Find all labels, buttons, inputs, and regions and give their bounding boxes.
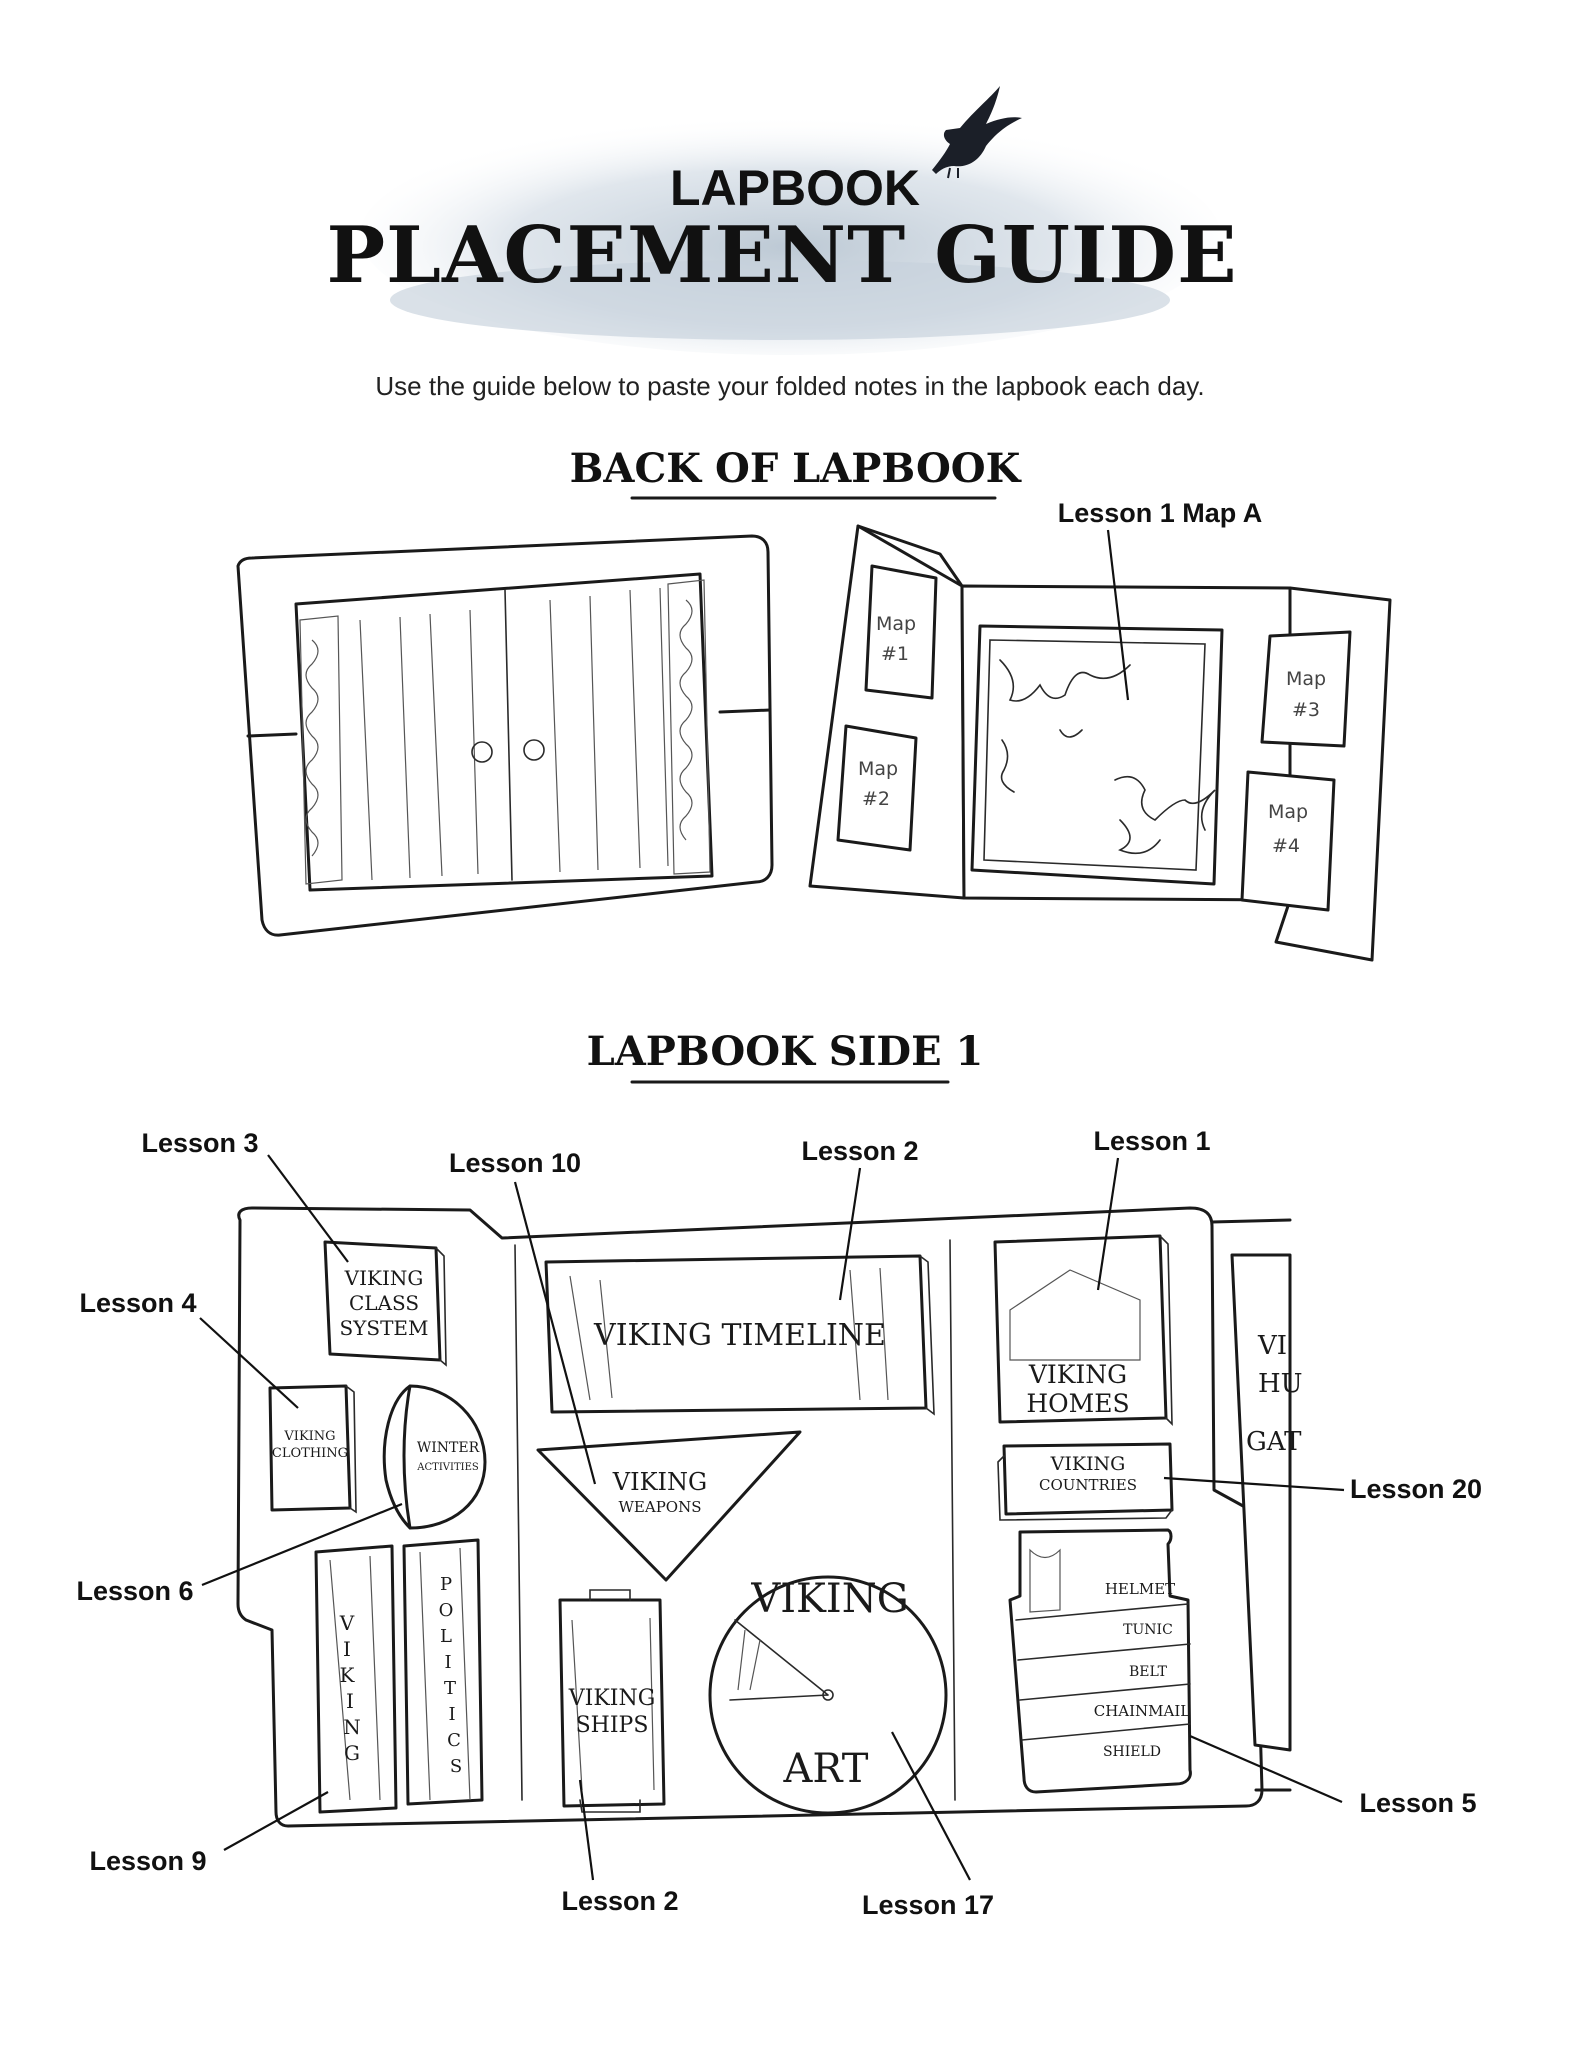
countries-line-1: VIKING [1050,1453,1126,1475]
art-wheel-pin [822,1689,834,1701]
class-system-line-1: VIKING [344,1266,424,1290]
leader-lesson-10 [513,1181,597,1485]
svg-text:I: I [343,1637,351,1661]
art-line-1: VIKING [750,1576,908,1622]
armor-chainmail: CHAINMAIL [1094,1702,1191,1720]
map-3-label-a: Map [1286,668,1326,690]
svg-text:K: K [340,1663,356,1687]
winter-line-2: ACTIVITIES [416,1462,479,1473]
card-armor-stack [1008,1528,1192,1794]
map-4-label-a: Map [1268,801,1308,823]
svg-text:G: G [344,1741,360,1765]
callout-lesson-10: Lesson 10 [449,1148,581,1178]
leader-lesson-2-bottom [578,1779,595,1881]
weapons-line-1: VIKING [612,1468,707,1496]
callout-lesson-1-map-a: Lesson 1 Map A [1058,498,1263,528]
title-line-2: PLACEMENT GUIDE [326,210,1237,301]
leader-lesson-4 [199,1317,299,1409]
peek-text-2: HU [1258,1369,1303,1399]
callout-lesson-2-top: Lesson 2 [801,1136,918,1166]
callout-lesson-5: Lesson 5 [1359,1788,1476,1818]
card-weapons [536,1430,802,1582]
map-3-label-b: #3 [1292,699,1320,721]
winter-line-1: WINTER [417,1440,480,1456]
section-heading-back: BACK OF LAPBOOK [570,445,1022,492]
svg-text:S: S [450,1756,462,1777]
callout-lesson-4: Lesson 4 [79,1288,196,1318]
homes-line-1: VIKING [1028,1360,1127,1389]
weapons-line-2: WEAPONS [619,1498,702,1516]
art-line-2: ART [783,1746,869,1792]
class-system-line-3: SYSTEM [339,1316,428,1340]
leader-lesson-20 [1163,1476,1345,1492]
leader-lesson-3 [267,1154,349,1263]
raven-icon [932,86,1022,179]
side1-callouts: Lesson 3 Lesson 10 Lesson 2 Lesson 1 Les… [76,1126,1482,1920]
class-system-line-2: CLASS [349,1291,419,1315]
countries-line-2: COUNTRIES [1039,1476,1137,1494]
viking-vertical-letters: V I K I N G [339,1611,361,1765]
subtitle: Use the guide below to paste your folded… [375,371,1204,401]
svg-text:T: T [444,1678,456,1699]
card-viking-vertical [314,1544,398,1814]
callout-lesson-3: Lesson 3 [141,1128,258,1158]
leader-lesson-2-top [838,1167,862,1301]
homes-line-2: HOMES [1026,1389,1129,1418]
svg-text:I: I [346,1689,354,1713]
armor-helmet: HELMET [1105,1580,1175,1598]
svg-text:I: I [444,1652,451,1673]
leader-lesson-6 [201,1502,403,1587]
callout-lesson-6: Lesson 6 [76,1576,193,1606]
header: LAPBOOK PLACEMENT GUIDE Use the guide be… [326,86,1237,401]
politics-vertical-letters: P O L I T I C S [439,1574,463,1777]
armor-shield: SHIELD [1103,1744,1161,1760]
callout-lesson-20: Lesson 20 [1350,1474,1482,1504]
leader-map-a [1106,529,1130,701]
svg-text:N: N [343,1715,361,1739]
leader-lesson-9 [223,1791,329,1851]
timeline-label: VIKING TIMELINE [593,1318,886,1353]
svg-text:L: L [440,1626,452,1647]
leader-lesson-1 [1096,1157,1120,1291]
armor-tunic: TUNIC [1123,1622,1173,1638]
section-heading-side1: LAPBOOK SIDE 1 [587,1028,984,1075]
callout-lesson-2-bottom: Lesson 2 [561,1886,678,1916]
svg-text:C: C [447,1730,461,1751]
svg-text:O: O [439,1600,454,1621]
clothing-line-1: VIKING [283,1429,335,1444]
side1-folder: VI HU GAT VIKING CLASS SYSTEM VIKING CLO… [236,1206,1303,1828]
ships-line-2: SHIPS [576,1713,649,1738]
door-ring-right [523,739,545,761]
ships-line-1: VIKING [568,1686,656,1711]
map-2-label-b: #2 [862,788,890,810]
map-4-label-b: #4 [1272,835,1300,857]
callout-lesson-17: Lesson 17 [862,1890,994,1920]
watercolor-splash-low [390,260,1170,340]
callout-lesson-1: Lesson 1 [1093,1126,1210,1156]
map-1-label-a: Map [876,613,916,635]
title-line-1: LAPBOOK [670,160,920,216]
back-open-folder: Map #1 Map #2 Map #3 Map #4 Lesson 1 Map… [808,498,1392,962]
clothing-line-2: CLOTHING [272,1446,348,1461]
svg-text:V: V [339,1611,355,1635]
back-cover-folder [236,534,774,937]
card-ships [558,1598,666,1808]
map-1-label-b: #1 [881,643,909,665]
map-a-frame [970,624,1224,886]
callout-lesson-9: Lesson 9 [89,1846,206,1876]
peek-panel [1230,1253,1292,1752]
armor-belt: BELT [1129,1664,1168,1680]
svg-text:P: P [440,1574,452,1595]
svg-text:I: I [448,1704,455,1725]
peek-text-1: VI [1257,1331,1287,1361]
door-ring-left [471,741,493,763]
map-2-label-a: Map [858,758,898,780]
peek-text-3: GAT [1246,1427,1302,1457]
leader-lesson-17 [891,1731,971,1881]
leader-lesson-5 [1189,1734,1343,1804]
